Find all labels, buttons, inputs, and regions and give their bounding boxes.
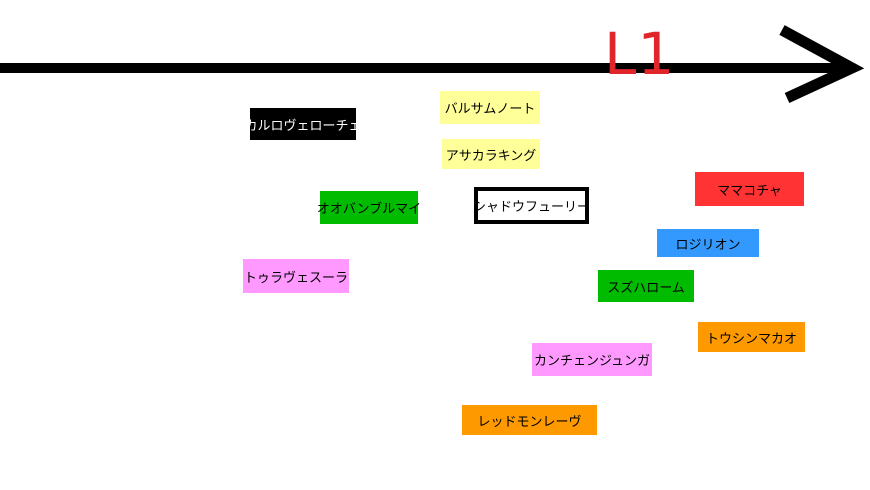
tag-red-mon-reve: レッドモンレーヴ [462,405,597,435]
tag-karuro-veroche: カルロヴェローチェ [245,108,362,140]
tag-shadow-fury: シャドウフューリー [473,187,590,224]
tag-toura-vesura: トゥラヴェスーラ [243,259,349,293]
tag-suzuharomu: スズハローム [598,270,694,302]
tag-obanburumai: オオバンブルマイ [317,191,421,224]
tag-barusamu-noto: バルサムノート [440,91,540,124]
tag-rojirion: ロジリオン [657,229,759,257]
arrow-head [779,25,865,103]
tag-mamacocha: ママコチャ [695,172,804,206]
tag-kanchenjunga: カンチェンジュンガ [532,343,652,376]
tag-asakara-kingu: アサカラキング [442,139,540,169]
tag-toshin-makao: トウシンマカオ [698,322,805,352]
axis-label: L1 [604,20,676,88]
